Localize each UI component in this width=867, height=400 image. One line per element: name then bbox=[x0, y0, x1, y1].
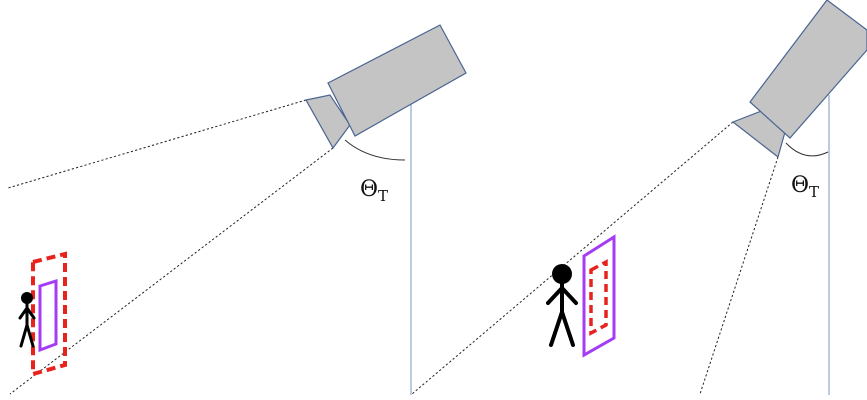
left-outer-bounding-box bbox=[31, 251, 67, 377]
left-camera bbox=[305, 24, 467, 150]
left-tilt-angle-arc bbox=[344, 139, 406, 161]
right-inner-red-box bbox=[589, 259, 608, 336]
right-inner-purple-box bbox=[582, 234, 616, 358]
left-panel: ΘT bbox=[7, 24, 467, 395]
left-fov-upper-line bbox=[7, 99, 307, 189]
left-person-head bbox=[21, 292, 33, 304]
left-inner-bounding-box bbox=[38, 278, 58, 353]
right-person-head bbox=[552, 264, 572, 284]
right-angle-label: ΘT bbox=[791, 173, 819, 201]
left-fov-lower-line bbox=[9, 147, 334, 395]
right-fov-upper-line bbox=[411, 121, 734, 395]
right-fov-lower-line bbox=[699, 156, 779, 395]
right-tilt-angle-arc bbox=[785, 142, 829, 157]
right-camera bbox=[731, 0, 867, 159]
left-stick-person bbox=[18, 292, 36, 348]
left-angle-label: ΘT bbox=[360, 177, 388, 205]
right-stick-person bbox=[546, 264, 578, 347]
right-panel: ΘT bbox=[411, 0, 867, 395]
left-camera-body bbox=[327, 24, 467, 137]
right-camera-body bbox=[749, 0, 867, 139]
